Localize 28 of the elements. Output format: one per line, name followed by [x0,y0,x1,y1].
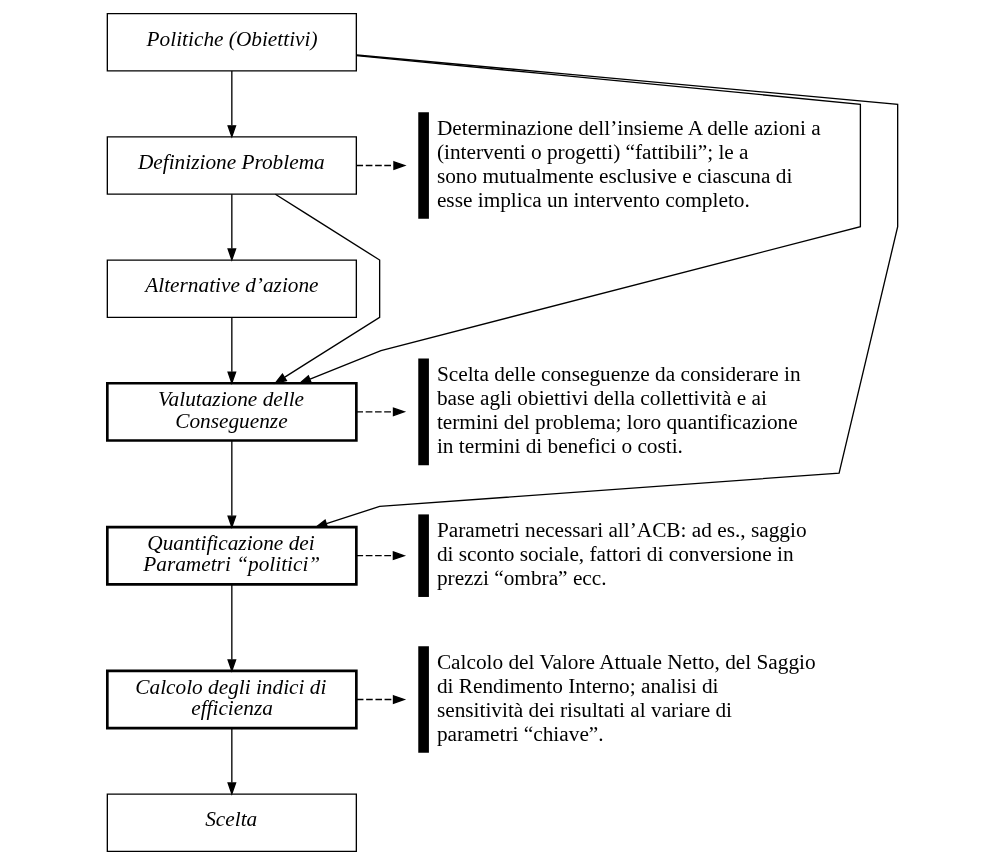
arrow [227,70,237,139]
arrow [227,193,237,262]
node-box [418,646,429,753]
arrow [355,407,407,417]
arrow [227,440,237,529]
node-label: Scelta delle conseguenze da considerare in base agli obiettivi della collettività e ai termini del problema; loro quantificazione in termini di benefici o costi. [436,361,801,458]
node-box [418,112,429,219]
arrow [227,316,237,385]
node-box: Calcolo degli indici di efficienza [106,669,358,730]
node-box: Valutazione delle Conseguenze [106,381,358,442]
arrow [227,727,237,796]
arrow [273,193,381,385]
arrow [355,551,407,561]
arrow [356,694,407,705]
arrow [355,160,407,171]
node-label: Calcolo del Valore Attuale Netto, del Saggio di Rendimento Interno; analisi di sensitività dei risultati al variare di parametri “chiave”. [436,649,816,746]
arrow [227,583,237,673]
node-box: Scelta [106,793,357,852]
node-box: Politiche (Obiettivi) [106,13,357,72]
node-box: Quantificazione dei Parametri “politici” [106,525,358,586]
arrow [298,55,862,384]
node-label: Parametri necessari all’ACB: ad es., saggio di sconto sociale, fattori di conversione in prezzi “ombra” ecc. [436,517,807,590]
node-label: Determinazione dell’insieme A delle azioni a (interventi o progetti) “fattibili”; le a sono mutualmente esclusive e ciascuna di esse implica un intervento completo. [436,115,821,212]
arrow [314,54,899,528]
node-box: Alternative d’azione [106,259,357,318]
node-box [418,514,429,597]
node-box: Definizione Problema [106,136,357,195]
node-box [418,358,429,466]
